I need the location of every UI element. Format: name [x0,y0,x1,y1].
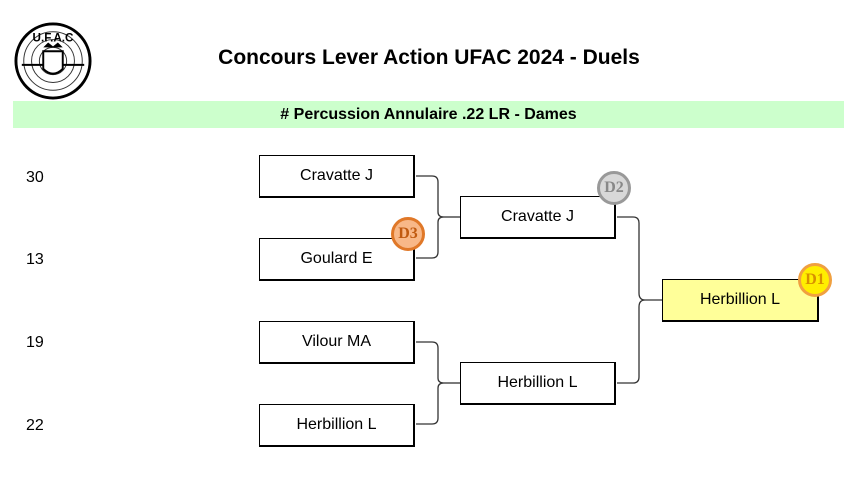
ufac-logo: U.F.A.C [14,22,92,100]
d1-badge: D1 [798,263,832,297]
final-winner: Herbillion L [662,279,819,322]
seed-score: 19 [26,334,44,351]
seed-score: 13 [26,251,44,268]
seed-score: 22 [26,417,44,434]
title-text: Concours Lever Action UFAC 2024 - Duels [218,46,640,69]
d2-badge: D2 [597,171,631,205]
svg-text:U.F.A.C: U.F.A.C [33,32,74,45]
round1-player: Goulard E [259,238,415,281]
round1-player: Vilour MA [259,321,415,364]
round1-player: Cravatte J [259,155,415,198]
round2-player: Cravatte J [460,196,616,239]
round1-player: Herbillion L [259,404,415,447]
d3-badge: D3 [391,217,425,251]
round2-player: Herbillion L [460,362,616,405]
category-banner: # Percussion Annulaire .22 LR - Dames [13,101,844,128]
page-title: Concours Lever Action UFAC 2024 - Duels [0,46,862,70]
seed-score: 30 [26,169,44,186]
